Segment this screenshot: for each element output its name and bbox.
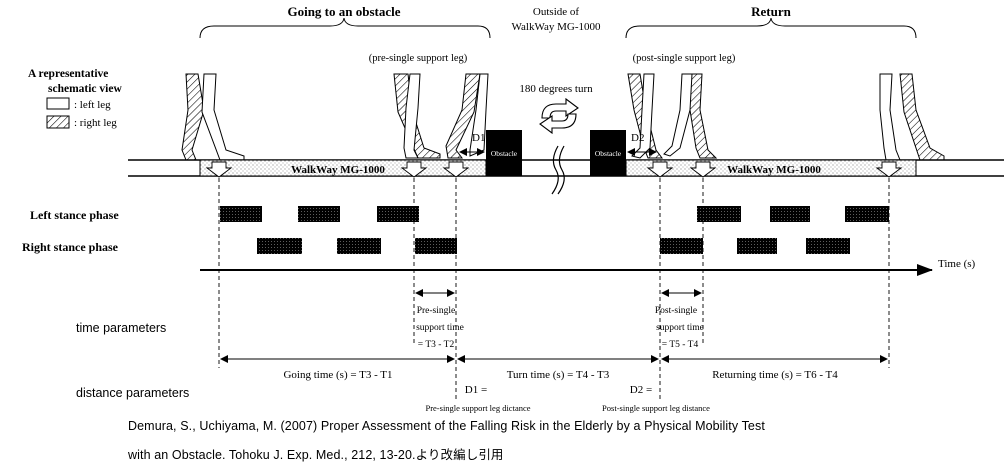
time-parameters-title: time parameters [76, 321, 166, 335]
going-time-label: Going time (s) = T3 - T1 [283, 369, 392, 381]
d1-description: Pre-single support leg dictance [425, 403, 530, 413]
return-header: Return [751, 4, 791, 19]
citation-line-2: with an Obstacle. Tohoku J. Exp. Med., 2… [128, 448, 504, 462]
leg-figure-post-single-2 [663, 73, 718, 159]
going-brace [199, 17, 491, 39]
walkway-label-left: WalkWay MG-1000 [291, 164, 385, 176]
outside-header-line1: Outside of [533, 6, 579, 18]
legend-title-line2: schematic view [48, 83, 122, 95]
d2-description: Post-single support leg distance [602, 403, 710, 413]
post-single-label: (post-single support leg) [633, 53, 736, 64]
return-brace [625, 17, 917, 39]
leg-figure-pre-single-1 [393, 73, 441, 159]
d2-label: D2 [631, 132, 644, 144]
pre-single-time-line2: support time [416, 323, 464, 333]
obstacle-left-label: Obstacle [491, 149, 518, 158]
turn-arrows-icon [539, 97, 579, 135]
walkway-label-right: WalkWay MG-1000 [727, 164, 821, 176]
time-axis-label: Time (s) [938, 258, 976, 270]
left-leg-swatch [46, 97, 70, 110]
leg-figure-post-single-1 [627, 73, 663, 159]
citation-line-1: Demura, S., Uchiyama, M. (2007) Proper A… [128, 419, 765, 433]
left-stance-bars [220, 206, 889, 222]
d1-label: D1 [472, 132, 485, 144]
right-stance-label: Right stance phase [22, 240, 119, 254]
obstacle-left [486, 130, 522, 176]
obstacle-right [590, 130, 626, 176]
pre-single-time-line1: Pre-single [417, 306, 456, 316]
break-mark [551, 145, 565, 195]
turn-time-label: Turn time (s) = T4 - T3 [507, 369, 610, 381]
right-leg-legend-label: : right leg [74, 117, 117, 129]
left-leg-legend-label: : left leg [74, 99, 111, 111]
turn-label: 180 degrees turn [519, 83, 593, 95]
d2-equation: D2 = [630, 384, 652, 396]
pre-single-label: (pre-single support leg) [369, 53, 468, 64]
right-stance-bars [257, 238, 850, 254]
pre-single-time-formula: = T3 - T2 [418, 340, 455, 350]
right-leg-swatch [46, 115, 70, 129]
d1-equation: D1 = [465, 384, 487, 396]
leg-figure-end [879, 73, 945, 161]
obstacle-right-label: Obstacle [595, 149, 622, 158]
post-single-time-line2: support time [656, 323, 704, 333]
distance-parameters-title: distance parameters [76, 386, 189, 400]
leg-figure-start [181, 73, 245, 161]
post-single-time-formula: = T5 - T4 [662, 340, 699, 350]
returning-time-label: Returning time (s) = T6 - T4 [712, 369, 838, 381]
post-single-time-line1: Post-single [655, 306, 697, 316]
footprint-markers [205, 161, 903, 178]
going-header: Going to an obstacle [287, 4, 400, 19]
legend-title-line1: A representative [28, 68, 108, 80]
outside-header-line2: WalkWay MG-1000 [512, 21, 601, 33]
leg-figure-pre-single-2 [445, 73, 489, 159]
left-stance-label: Left stance phase [30, 208, 119, 222]
